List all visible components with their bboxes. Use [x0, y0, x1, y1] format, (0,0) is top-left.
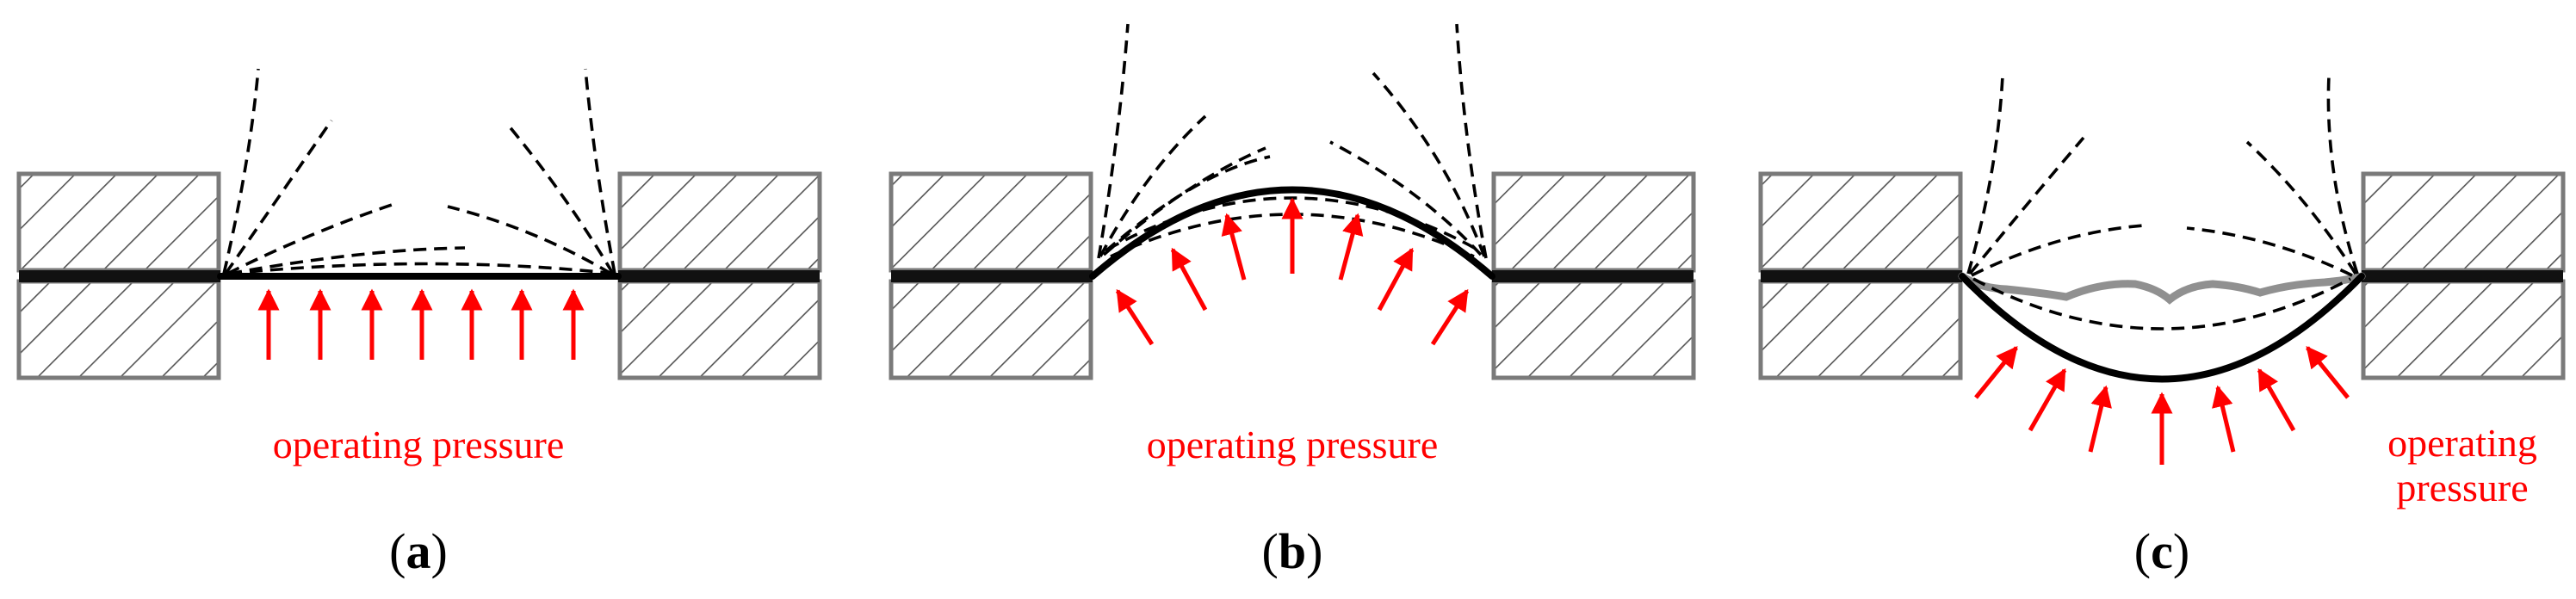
- clamp-bottom-left: [1758, 279, 1963, 380]
- caption-c-open: (: [2134, 523, 2151, 579]
- caption-c-close: ): [2173, 523, 2189, 579]
- pressure-arrows-a: [257, 288, 585, 360]
- clamp-top-left: [1758, 171, 1963, 273]
- clamp-top-left: [16, 171, 221, 273]
- field-lines-c: [1966, 75, 2359, 330]
- pressure-arrows-b: [1115, 197, 1470, 346]
- pressure-label-b: operating pressure: [1147, 423, 1439, 466]
- clamp-top-right: [1491, 171, 1696, 273]
- caption-b-letter: b: [1279, 523, 1306, 579]
- membrane-bulged-down: [1959, 273, 2365, 383]
- clamp-bottom-left: [889, 279, 1093, 380]
- pressure-label-a: operating pressure: [273, 423, 565, 466]
- caption-b-open: (: [1262, 523, 1279, 579]
- pressure-label-c-line1: operating: [2387, 421, 2537, 465]
- clamp-bottom-right: [1491, 279, 1696, 380]
- membrane-bulged-up: [1089, 186, 1495, 280]
- pressure-label-c-line2: pressure: [2396, 466, 2528, 509]
- panel-b: operating pressure (b): [889, 23, 1696, 579]
- caption-c-letter: c: [2151, 523, 2173, 579]
- caption-b-close: ): [1306, 523, 1322, 579]
- field-lines-a: [222, 68, 616, 275]
- caption-a: (a): [389, 523, 448, 579]
- clamp-bottom-right: [2361, 279, 2566, 380]
- caption-a-close: ): [431, 523, 448, 579]
- caption-a-letter: a: [406, 523, 431, 579]
- caption-b: (b): [1262, 523, 1323, 579]
- caption-c: (c): [2134, 523, 2189, 579]
- panel-c: operating pressure (c): [1758, 75, 2566, 579]
- clamp-top-right: [617, 171, 822, 273]
- clamp-top-left: [889, 171, 1093, 273]
- panel-a: operating pressure (a): [16, 68, 822, 579]
- membrane-previous-state: [1958, 272, 2366, 305]
- clamp-bottom-left: [16, 279, 221, 380]
- clamp-bottom-right: [617, 279, 822, 380]
- clamp-top-right: [2361, 171, 2566, 273]
- pressure-arrows-c: [1974, 346, 2350, 465]
- caption-a-open: (: [389, 523, 406, 579]
